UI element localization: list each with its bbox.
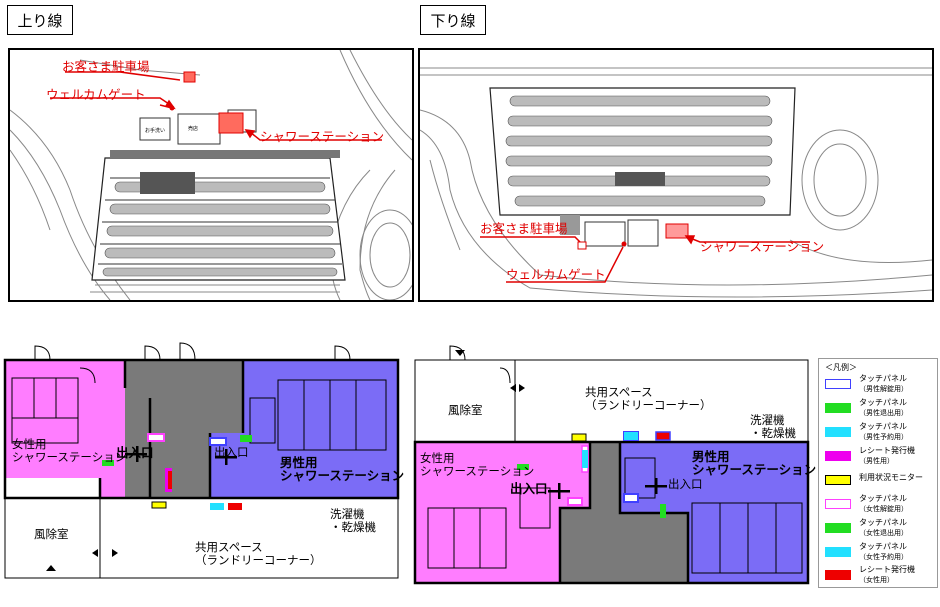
legend-item: タッチパネル （女性予約用）	[825, 541, 935, 565]
down-line-title-text: 下り線	[430, 11, 476, 30]
legend-item: タッチパネル （女性解錠用）	[825, 493, 935, 517]
up-men-shower-label: 男性用 シャワーステーション	[280, 455, 405, 483]
legend-label: タッチパネル	[859, 398, 907, 407]
down-line-title: 下り線	[420, 5, 486, 35]
legend-label: タッチパネル	[859, 374, 907, 383]
up-line-title-text: 上り線	[17, 11, 63, 30]
legend-swatch	[825, 403, 851, 413]
legend-item: タッチパネル （男性退出用）	[825, 397, 935, 421]
up-line-map-drawing: お手洗い 売店	[10, 50, 412, 300]
down-entrance-left-label: 出入口	[510, 481, 548, 496]
legend-title: ＜凡例＞	[825, 363, 857, 372]
up-washer-label: 洗濯機 ・乾燥機	[330, 507, 376, 534]
up-line-site-map: お手洗い 売店 お客さま駐車場 ウェルカムゲート シャワーステーション	[8, 48, 414, 302]
legend-swatch	[825, 570, 851, 580]
legend-sublabel: （女性解錠用）	[859, 505, 908, 513]
legend-item: レシート発行機 （女性用）	[825, 564, 935, 588]
legend-label: タッチパネル	[859, 422, 907, 431]
legend-swatch	[825, 379, 851, 389]
up-line-title: 上り線	[7, 5, 73, 35]
legend-swatch	[825, 475, 851, 485]
legend-swatch	[825, 523, 851, 533]
legend-item: タッチパネル （男性解錠用）	[825, 373, 935, 397]
legend-sublabel: （男性退出用）	[859, 409, 908, 417]
legend-item: 利用状況モニター	[825, 469, 935, 493]
legend-swatch	[825, 499, 851, 509]
legend-label: タッチパネル	[859, 518, 907, 527]
down-women-shower-label: 女性用 シャワーステーション	[420, 451, 535, 478]
legend-label: 利用状況モニター	[859, 473, 923, 482]
legend-swatch	[825, 427, 851, 437]
up-floor-plan-drawing	[3, 342, 400, 579]
legend-label: タッチパネル	[859, 494, 907, 503]
down-floor-plan: 女性用 シャワーステーション 男性用 シャワーステーション 出入口 出入口 風除…	[410, 338, 816, 588]
up-women-shower-label: 女性用 シャワーステーション	[12, 437, 127, 464]
down-floor-plan-drawing	[413, 345, 810, 585]
down-line-map-drawing	[420, 67, 932, 298]
down-gate-label: ウェルカムゲート	[506, 267, 606, 282]
toilet-building-label: お手洗い	[145, 127, 165, 134]
down-shower-marker	[665, 223, 689, 239]
legend-sublabel: （男性予約用）	[859, 433, 908, 441]
up-entrance-left-label: 出入口	[116, 445, 154, 460]
legend-label: タッチパネル	[859, 542, 907, 551]
down-shower-label: シャワーステーション	[700, 239, 825, 254]
legend-item: タッチパネル （女性退出用）	[825, 517, 935, 541]
legend-swatch	[825, 547, 851, 557]
down-line-site-map: お客さま駐車場 ウェルカムゲート シャワーステーション	[418, 48, 934, 302]
shop-building-label: 売店	[188, 125, 198, 132]
legend-swatch	[825, 451, 851, 461]
down-gate-marker	[621, 241, 627, 247]
down-entrance-right-label: 出入口	[668, 477, 703, 491]
up-gate-label: ウェルカムゲート	[46, 87, 146, 102]
up-common-space-label: 共用スペース （ランドリーコーナー）	[195, 540, 322, 567]
legend-sublabel: （男性用）	[859, 457, 894, 465]
down-washer-label: 洗濯機 ・乾燥機	[750, 413, 796, 440]
legend-sublabel: （女性予約用）	[859, 553, 908, 561]
up-floor-plan: 女性用 シャワーステーション 男性用 シャワーステーション 出入口 出入口 風除…	[0, 338, 405, 588]
down-parking-label: お客さま駐車場	[480, 221, 568, 236]
legend-sublabel: （女性用）	[859, 576, 894, 584]
down-men-shower-label: 男性用 シャワーステーション	[692, 449, 817, 477]
legend: ＜凡例＞ タッチパネル （男性解錠用） タッチパネル （男性退出用） タッチパネル （…	[818, 358, 938, 588]
legend-label: レシート発行機	[859, 565, 915, 574]
legend-sublabel: （女性退出用）	[859, 529, 908, 537]
up-shower-label: シャワーステーション	[260, 129, 385, 144]
legend-sublabel: （男性解錠用）	[859, 385, 908, 393]
shower-station-marker	[218, 112, 244, 134]
down-parking-marker	[577, 241, 587, 250]
down-common-space-label: 共用スペース （ランドリーコーナー）	[585, 385, 712, 412]
down-windbreak-label: 風除室	[448, 403, 483, 417]
parking-marker	[183, 71, 196, 83]
legend-item: タッチパネル （男性予約用）	[825, 421, 935, 445]
legend-label: レシート発行機	[859, 446, 915, 455]
legend-item: レシート発行機 （男性用）	[825, 445, 935, 469]
up-entrance-right-label: 出入口	[214, 445, 249, 459]
up-windbreak-label: 風除室	[34, 527, 69, 541]
up-parking-label: お客さま駐車場	[62, 59, 150, 74]
